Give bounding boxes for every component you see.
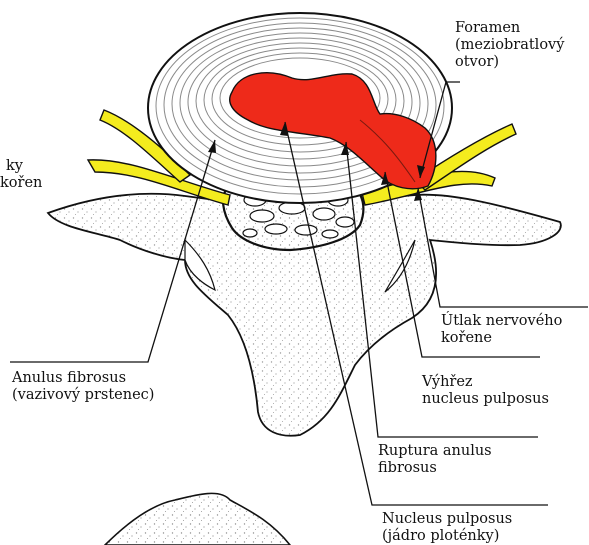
label-extrusion-line1: Výhřez — [422, 374, 549, 391]
label-anulus-line2: (vazivový prstenec) — [12, 387, 154, 404]
label-foramen-line3: otvor) — [455, 54, 564, 71]
label-compression-line1: Útlak nervového — [441, 313, 562, 330]
label-nucleus-line2: (jádro ploténky) — [382, 528, 512, 545]
label-compression-line2: kořene — [441, 330, 562, 347]
label-nucleus-pulposus: Nucleus pulposus (jádro ploténky) — [382, 511, 512, 545]
label-nerve-root-line1: ky — [0, 158, 42, 175]
label-anulus-fibrosus: Anulus fibrosus (vazivový prstenec) — [12, 370, 154, 404]
label-rupture-line1: Ruptura anulus — [378, 443, 492, 460]
intervertebral-disc — [148, 13, 452, 203]
lower-vertebra — [105, 493, 290, 545]
label-nerve-compression: Útlak nervového kořene — [441, 313, 562, 347]
label-nucleus-line1: Nucleus pulposus — [382, 511, 512, 528]
label-rupture-line2: fibrosus — [378, 460, 492, 477]
label-extrusion-line2: nucleus pulposus — [422, 391, 549, 408]
label-foramen-line1: Foramen — [455, 20, 564, 37]
label-extrusion: Výhřez nucleus pulposus — [422, 374, 549, 408]
label-nerve-root-line2: kořen — [0, 175, 42, 192]
label-foramen: Foramen (meziobratlový otvor) — [455, 20, 564, 71]
label-rupture: Ruptura anulus fibrosus — [378, 443, 492, 477]
label-anulus-line1: Anulus fibrosus — [12, 370, 154, 387]
label-foramen-line2: (meziobratlový — [455, 37, 564, 54]
label-nerve-root: ky kořen — [0, 158, 42, 192]
